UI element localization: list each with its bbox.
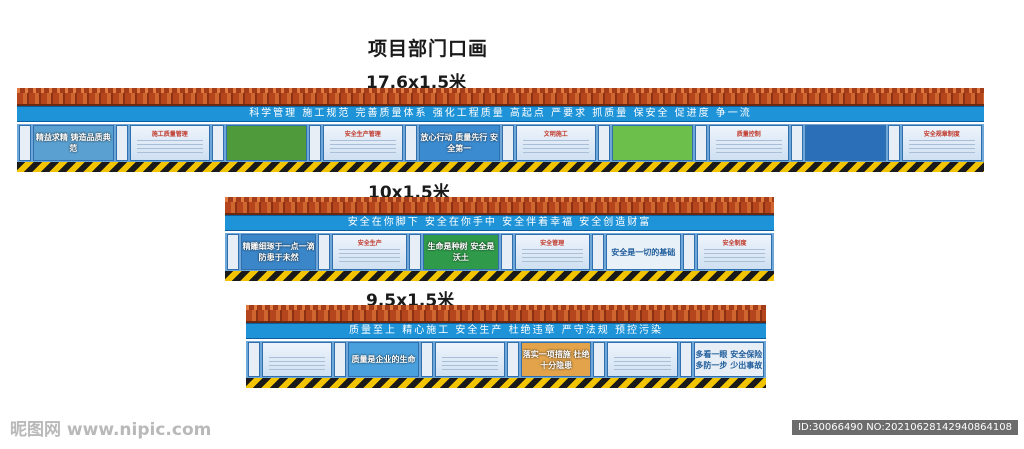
panel-divider [227,234,239,270]
text-panel: 安全管理 [514,234,590,270]
panel-divider [501,125,514,161]
text-panel: 文明施工 [515,125,596,161]
text-panel [607,342,678,377]
text-panel: 安全生产管理 [322,125,403,161]
page-title: 项目部门口画 [368,38,489,60]
panel-divider [598,125,610,161]
text-panel-heading: 安全规章制度 [923,131,960,138]
panel-divider [334,342,347,377]
text-panel-heading: 施工质量管理 [151,131,188,138]
roof-tiles [246,305,766,323]
text-panel-heading: 安全生产管理 [344,131,381,138]
text-panel: 安全制度 [696,234,773,270]
panel-divider [791,125,803,161]
image-panel: 多看一眼 安全保险 多防一步 少出事故 [693,342,764,377]
panel-divider [409,234,422,270]
image-panel [805,125,886,161]
image-panel-text: 质量是企业的生命 [351,355,416,364]
image-panel: 精雕细琢于一点一滴 防患于未然 [241,234,317,270]
image-panel [612,125,693,161]
text-panel-heading: 安全制度 [722,240,747,247]
panel-divider [420,342,433,377]
board-1-panels: 精益求精 铸造品质典范 施工质量管理 安全生产管理 放心行动 质量先行 安全第一 文明施… [17,124,984,162]
roof-tiles [225,197,774,215]
text-panel-heading: 安全管理 [540,240,565,247]
panel-divider [679,342,692,377]
panel-divider [405,125,417,161]
board-1-slogan: 科学管理 施工规范 完善质量体系 强化工程质量 高起点 严要求 抓质量 保安全 … [17,106,984,122]
image-panel-text: 精雕细琢于一点一滴 防患于未然 [242,242,315,262]
panel-divider [887,125,900,161]
image-panel: 生命是种树 安全是沃土 [423,234,499,270]
image-panel: 放心行动 质量先行 安全第一 [419,125,500,161]
image-panel-text: 精益求精 铸造品质典范 [35,133,111,153]
image-panel [226,125,307,161]
panel-divider [506,342,519,377]
board-2-slogan: 安全在你脚下 安全在你手中 安全伴着幸福 安全创造财富 [225,215,774,231]
image-panel-text: 安全是一切的基础 [611,247,676,257]
hazard-stripe [225,271,774,281]
panel-divider [318,234,331,270]
watermark-left: 昵图网 www.nipic.com [10,420,212,440]
image-panel-text: 生命是种树 安全是沃土 [427,242,495,262]
image-panel: 精益求精 铸造品质典范 [33,125,114,161]
image-panel-text: 放心行动 质量先行 安全第一 [420,133,499,153]
text-panel-heading: 文明施工 [543,131,568,138]
panel-divider [308,125,321,161]
roof-tiles [17,88,984,106]
panel-divider [115,125,128,161]
text-panel: 质量控制 [708,125,789,161]
board-2-panels: 精雕细琢于一点一滴 防患于未然 安全生产 生命是种树 安全是沃土 安全管理安全是一切的… [225,233,774,271]
board-3-slogan: 质量至上 精心施工 安全生产 杜绝违章 严守法规 预控污染 [246,323,766,339]
panel-divider [682,234,695,270]
text-panel-heading: 质量控制 [736,131,761,138]
board-3: 质量至上 精心施工 安全生产 杜绝违章 严守法规 预控污染 质量是企业的生命 落实… [246,305,766,388]
hazard-stripe [17,162,984,172]
text-panel: 施工质量管理 [129,125,210,161]
text-panel: 安全规章制度 [901,125,982,161]
panel-divider [694,125,707,161]
image-panel-text: 落实一项措施 杜绝十分隐患 [522,349,590,370]
text-panel: 安全生产 [332,234,408,270]
panel-divider [248,342,260,377]
panel-divider [19,125,31,161]
image-panel: 落实一项措施 杜绝十分隐患 [520,342,592,377]
hazard-stripe [246,378,766,388]
panel-divider [500,234,513,270]
watermark-right: ID:30066490 NO:20210628142940864108 [792,420,1018,435]
text-panel-heading: 安全生产 [357,240,382,247]
image-panel-text: 多看一眼 安全保险 多防一步 少出事故 [695,349,763,370]
image-panel: 安全是一切的基础 [605,234,681,270]
image-panel: 质量是企业的生命 [348,342,419,377]
text-panel [434,342,505,377]
text-panel [262,342,333,377]
board-1: 科学管理 施工规范 完善质量体系 强化工程质量 高起点 严要求 抓质量 保安全 … [17,88,984,172]
panel-divider [591,234,604,270]
board-2: 安全在你脚下 安全在你手中 安全伴着幸福 安全创造财富 精雕细琢于一点一滴 防患… [225,197,774,281]
panel-divider [212,125,224,161]
board-3-panels: 质量是企业的生命 落实一项措施 杜绝十分隐患 多看一眼 安全保险 多防一步 少出事故 [246,341,766,378]
panel-divider [593,342,606,377]
